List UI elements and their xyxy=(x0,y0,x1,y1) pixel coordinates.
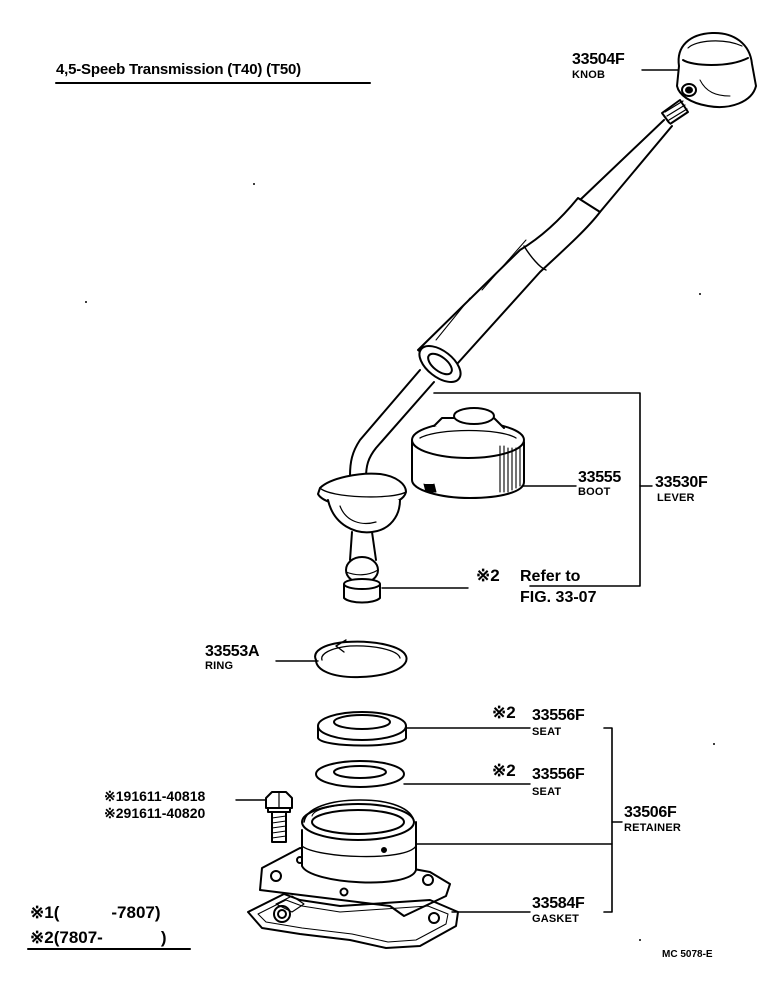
seat-lower-mark: ※2 xyxy=(492,761,516,780)
legend-row-2: ※2(7807-) xyxy=(30,929,167,946)
ring-part-number: 33553A xyxy=(205,643,260,660)
diagram-title: 4,5-Speeb Transmission (T40) (T50) xyxy=(56,61,301,78)
boot-part-number: 33555 xyxy=(578,469,621,486)
retainer-part-name: RETAINER xyxy=(624,822,682,834)
knob-part-name: KNOB xyxy=(572,69,606,81)
gasket-part xyxy=(247,893,531,949)
legend-row-2-open: (7807- xyxy=(53,928,103,947)
seat-upper-part-number: 33556F xyxy=(532,707,585,724)
legend-row-1-open: ( xyxy=(53,903,60,922)
knob-part-number: 33504F xyxy=(572,51,625,68)
seat-upper-mark: ※2 xyxy=(492,703,516,722)
seat-upper-part xyxy=(317,711,531,747)
bolt-2-mark: ※2 xyxy=(104,805,124,821)
lever-bracket xyxy=(433,392,641,587)
boot-part xyxy=(411,407,577,499)
legend-row-1-range: -7807) xyxy=(111,903,161,922)
bolt-2-callout: ※291611-40820 xyxy=(104,806,205,820)
legend-row-1-mark: ※1 xyxy=(30,903,54,922)
seat-lower-part-number: 33556F xyxy=(532,766,585,783)
retainer-part xyxy=(259,799,613,917)
reference-line2: FIG. 33-07 xyxy=(520,589,597,606)
retainer-bracket xyxy=(603,727,613,913)
legend-row-2-mark: ※2 xyxy=(30,928,54,947)
lever-part-number: 33530F xyxy=(655,474,708,491)
seat-upper-part-name: SEAT xyxy=(532,726,562,738)
gasket-part-number: 33584F xyxy=(532,895,585,912)
ring-part xyxy=(275,639,408,679)
footer-code: MC 5078-E xyxy=(662,949,713,960)
bolt-1-callout: ※191611-40818 xyxy=(104,789,205,803)
reference-mark: ※2 xyxy=(476,566,500,585)
knob-part xyxy=(641,31,757,108)
boot-part-name: BOOT xyxy=(578,486,611,498)
seat-lower-part xyxy=(315,760,531,788)
bolt-2-number: 91611-40820 xyxy=(123,805,206,821)
bolt-1-number: 91611-40818 xyxy=(123,788,206,804)
legend-row-1: ※1( -7807) xyxy=(30,904,161,921)
legend-row-2-close: ) xyxy=(160,928,167,947)
retainer-part-number: 33506F xyxy=(624,804,677,821)
bolt-1-mark: ※1 xyxy=(104,788,124,804)
ring-part-name: RING xyxy=(205,660,234,672)
reference-line1: Refer to xyxy=(520,568,581,585)
bolt-part xyxy=(235,791,293,843)
gasket-part-name: GASKET xyxy=(532,913,580,925)
lever-part xyxy=(317,99,689,604)
seat-lower-part-name: SEAT xyxy=(532,786,562,798)
lever-part-name: LEVER xyxy=(657,492,695,504)
